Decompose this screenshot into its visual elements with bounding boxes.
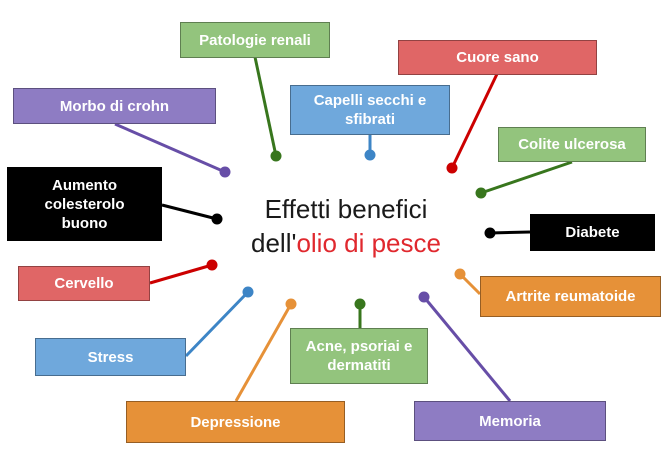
connector-colesterolo [161, 203, 218, 221]
dot-artrite [454, 268, 466, 280]
dot-patologie-renali [270, 150, 282, 162]
connector-cuore-sano [450, 73, 499, 169]
dot-morbo-di-crohn [219, 166, 231, 178]
central-title: Effetti benefici dell'olio di pesce [226, 192, 466, 260]
connector-morbo-di-crohn [114, 122, 226, 174]
dot-diabete [484, 227, 496, 239]
box-cervello: Cervello [18, 266, 150, 301]
connector-patologie-renali [253, 56, 278, 157]
box-morbo-di-crohn: Morbo di crohn [13, 88, 216, 124]
box-artrite: Artrite reumatoide [480, 276, 661, 317]
box-depressione: Depressione [126, 401, 345, 443]
central-title-highlight: olio di pesce [296, 228, 441, 258]
box-colesterolo: Aumento colesterolo buono [7, 167, 162, 241]
box-memoria: Memoria [414, 401, 606, 441]
label-colesterolo: Aumento colesterolo buono [44, 176, 125, 232]
connector-stress [184, 290, 250, 358]
label-colite-ulcerosa: Colite ulcerosa [518, 136, 626, 153]
box-diabete: Diabete [530, 214, 655, 251]
label-capelli: Capelli secchi e sfibrati [313, 92, 427, 128]
label-stress: Stress [87, 348, 134, 366]
label-patologie-renali: Patologie renali [199, 31, 311, 49]
dot-colite-ulcerosa [475, 187, 487, 199]
dot-cuore-sano [446, 162, 458, 174]
connector-diabete [489, 230, 531, 235]
dot-acne [354, 298, 366, 310]
label-artrite: Artrite reumatoide [505, 288, 636, 305]
connector-colite-ulcerosa [480, 160, 573, 195]
connector-depressione [234, 303, 293, 402]
label-morbo-di-crohn: Morbo di crohn [59, 97, 170, 115]
dot-stress [242, 286, 254, 298]
box-cuore-sano: Cuore sano [398, 40, 597, 75]
box-patologie-renali: Patologie renali [180, 22, 330, 58]
central-title-prefix: dell' [251, 228, 297, 258]
label-acne: Acne, psoriai e dermatiti [305, 338, 413, 374]
dot-colesterolo [211, 213, 223, 225]
dot-capelli [364, 149, 376, 161]
label-cuore-sano: Cuore sano [456, 49, 539, 66]
label-memoria: Memoria [479, 412, 541, 430]
connector-cervello [149, 263, 213, 285]
dot-memoria [418, 291, 430, 303]
box-stress: Stress [35, 338, 186, 376]
label-depressione: Depressione [190, 413, 281, 431]
central-title-line1: Effetti benefici [264, 194, 428, 224]
box-capelli: Capelli secchi e sfibrati [290, 85, 450, 135]
box-colite-ulcerosa: Colite ulcerosa [498, 127, 646, 162]
dot-depressione [285, 298, 297, 310]
connector-memoria [422, 296, 512, 402]
central-title-line2: dell'olio di pesce [226, 226, 466, 260]
dot-cervello [206, 259, 218, 271]
box-acne: Acne, psoriai e dermatiti [290, 328, 428, 384]
label-cervello: Cervello [54, 275, 114, 292]
label-diabete: Diabete [565, 224, 620, 241]
